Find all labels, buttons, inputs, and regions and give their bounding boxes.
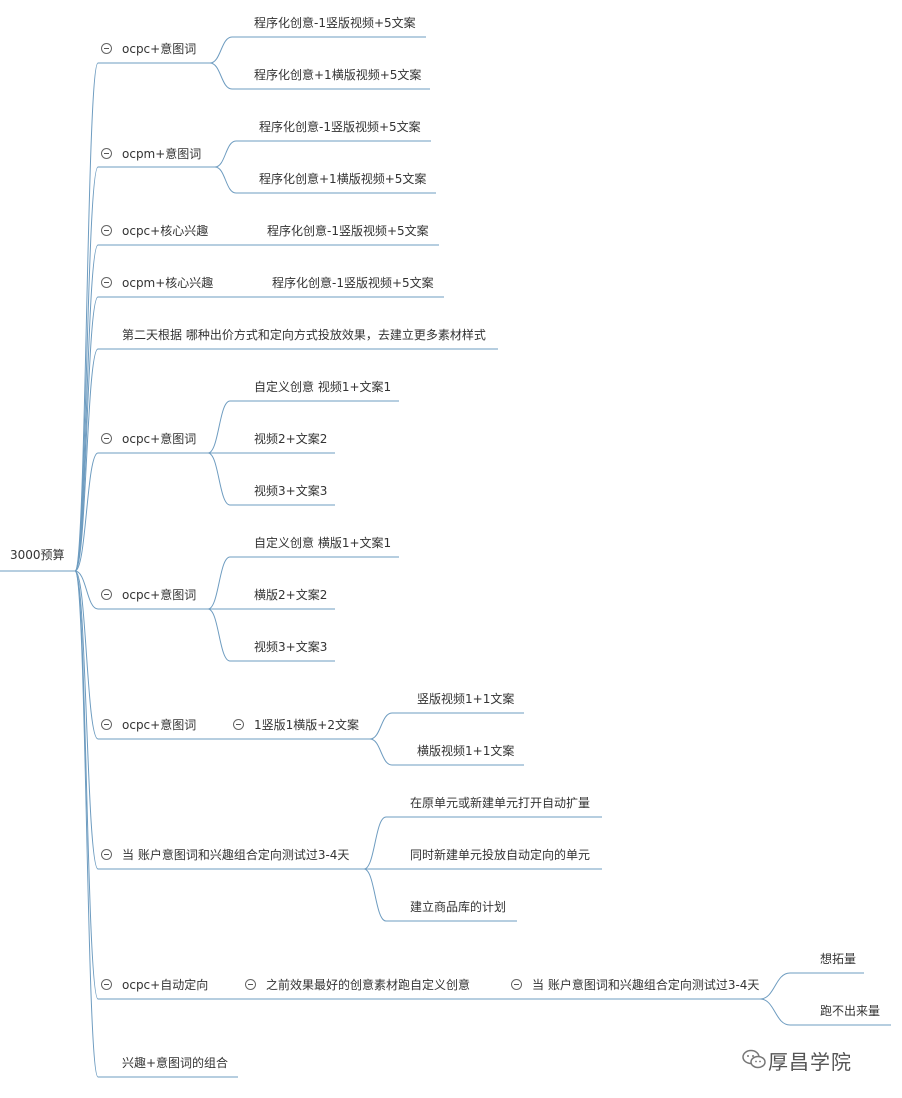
- collapse-toggle-icon[interactable]: [233, 719, 244, 730]
- connector-line: [207, 400, 231, 454]
- leaf-expand-volume[interactable]: 想拓量: [820, 952, 857, 966]
- topic-ocpc-intent-4[interactable]: ocpc+意图词: [122, 718, 197, 732]
- subtopic-video-3[interactable]: 视频3+文案3: [254, 484, 328, 498]
- watermark-text: 厚昌学院: [768, 1050, 852, 1074]
- subtopic-vertical-video[interactable]: 程序化创意-1竖版视频+5文案: [254, 16, 416, 30]
- connector-line: [207, 452, 231, 506]
- subtopic-video-2[interactable]: 视频2+文案2: [254, 432, 328, 446]
- subtopic-vertical-video-1[interactable]: 竖版视频1+1文案: [417, 692, 515, 706]
- subtopic-vertical-video[interactable]: 程序化创意-1竖版视频+5文案: [259, 120, 421, 134]
- topic-second-day-note[interactable]: 第二天根据 哪种出价方式和定向方式投放效果，去建立更多素材样式: [122, 328, 486, 342]
- root-topic[interactable]: 3000预算: [10, 548, 65, 562]
- subtopic-vertical-video[interactable]: 程序化创意-1竖版视频+5文案: [267, 224, 429, 238]
- collapse-toggle-icon[interactable]: [101, 277, 112, 288]
- watermark: 厚昌学院: [742, 1044, 882, 1074]
- connector-line: [74, 570, 99, 740]
- topic-ocpc-intent-3[interactable]: ocpc+意图词: [122, 588, 197, 602]
- connector-line: [209, 62, 233, 90]
- wechat-icon: [742, 1049, 766, 1069]
- connector-line: [74, 570, 99, 610]
- subtopic-horizontal-video[interactable]: 程序化创意+1横版视频+5文案: [259, 172, 427, 186]
- subtopic-after-test-days[interactable]: 当 账户意图词和兴趣组合定向测试过3-4天: [532, 978, 760, 992]
- connector-line: [214, 140, 237, 168]
- connector-line: [759, 998, 791, 1026]
- collapse-toggle-icon[interactable]: [101, 148, 112, 159]
- topic-after-test-days[interactable]: 当 账户意图词和兴趣组合定向测试过3-4天: [122, 848, 350, 862]
- collapse-toggle-icon[interactable]: [101, 225, 112, 236]
- collapse-toggle-icon[interactable]: [101, 589, 112, 600]
- connector-line: [74, 296, 99, 572]
- subtopic-auto-targeting-unit[interactable]: 同时新建单元投放自动定向的单元: [410, 848, 591, 862]
- connector-line: [759, 972, 791, 1000]
- collapse-toggle-icon[interactable]: [101, 43, 112, 54]
- topic-ocpc-auto-targeting[interactable]: ocpc+自动定向: [122, 978, 209, 992]
- subtopic-custom-creative[interactable]: 自定义创意 横版1+文案1: [254, 536, 392, 550]
- connector-line: [369, 738, 393, 766]
- subtopic-horizontal-2[interactable]: 横版2+文案2: [254, 588, 328, 602]
- topic-interest-intent-combo[interactable]: 兴趣+意图词的组合: [122, 1056, 229, 1070]
- collapse-toggle-icon[interactable]: [101, 719, 112, 730]
- connector-line: [363, 816, 387, 870]
- connector-line: [74, 62, 99, 572]
- connector-line: [74, 570, 99, 1078]
- connector-line: [369, 712, 393, 740]
- collapse-toggle-icon[interactable]: [245, 979, 256, 990]
- subtopic-product-library[interactable]: 建立商品库的计划: [410, 900, 507, 914]
- subtopic-auto-expand[interactable]: 在原单元或新建单元打开自动扩量: [410, 796, 591, 810]
- topic-ocpc-intent-1[interactable]: ocpc+意图词: [122, 42, 197, 56]
- connector-line: [74, 570, 99, 1000]
- connector-line: [74, 244, 99, 572]
- subtopic-custom-creative[interactable]: 自定义创意 视频1+文案1: [254, 380, 392, 394]
- connector-line: [214, 166, 237, 194]
- subtopic-vertical-video[interactable]: 程序化创意-1竖版视频+5文案: [272, 276, 434, 290]
- connector-line: [363, 868, 387, 922]
- collapse-toggle-icon[interactable]: [101, 849, 112, 860]
- connector-line: [209, 36, 233, 64]
- topic-ocpc-intent-2[interactable]: ocpc+意图词: [122, 432, 197, 446]
- connector-line: [207, 608, 231, 662]
- topic-ocpm-core-interest[interactable]: ocpm+核心兴趣: [122, 276, 214, 290]
- collapse-toggle-icon[interactable]: [101, 433, 112, 444]
- leaf-no-volume[interactable]: 跑不出来量: [820, 1004, 881, 1018]
- subtopic-best-creative[interactable]: 之前效果最好的创意素材跑自定义创意: [266, 978, 471, 992]
- topic-ocpm-intent[interactable]: ocpm+意图词: [122, 147, 202, 161]
- collapse-toggle-icon[interactable]: [101, 979, 112, 990]
- connector-line: [74, 570, 99, 870]
- subtopic-horizontal-video-1[interactable]: 横版视频1+1文案: [417, 744, 515, 758]
- subtopic-horizontal-video[interactable]: 程序化创意+1横版视频+5文案: [254, 68, 422, 82]
- subtopic-video-3[interactable]: 视频3+文案3: [254, 640, 328, 654]
- subtopic-mixed-video[interactable]: 1竖版1横版+2文案: [254, 718, 359, 732]
- connector-line: [207, 556, 231, 610]
- topic-ocpc-core-interest[interactable]: ocpc+核心兴趣: [122, 224, 209, 238]
- connector-line: [74, 348, 99, 572]
- collapse-toggle-icon[interactable]: [511, 979, 522, 990]
- connector-line: [74, 452, 99, 572]
